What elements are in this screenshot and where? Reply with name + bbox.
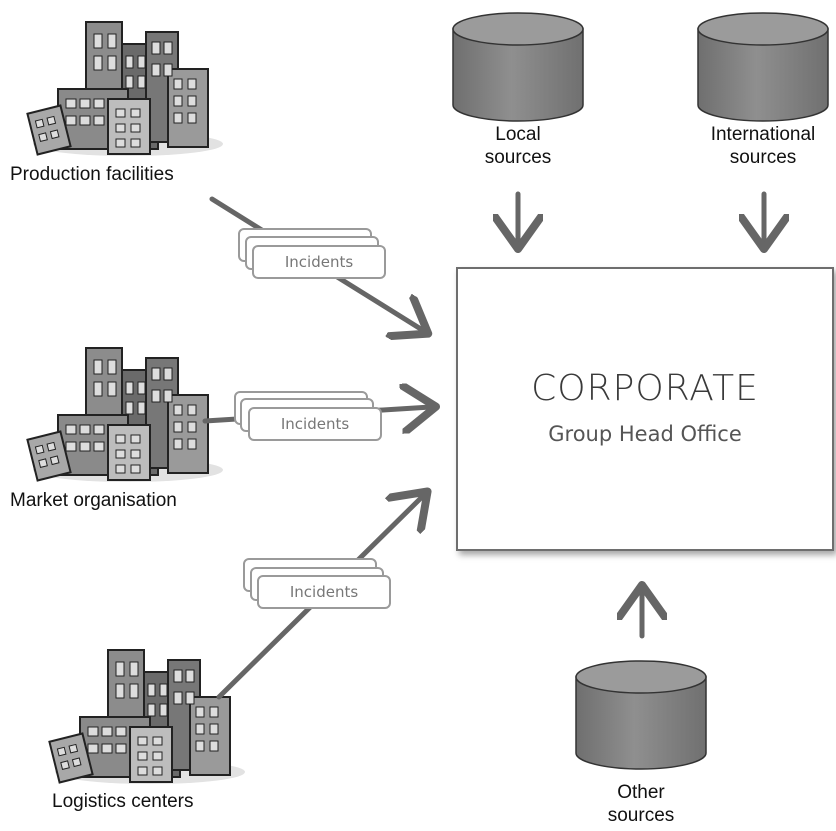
label-market-organisation: Market organisation	[10, 490, 177, 511]
hq-title: CORPORATE	[531, 368, 759, 409]
incidents-stack-market: Incidents	[234, 391, 394, 461]
corporate-hq-box: CORPORATE Group Head Office	[456, 267, 834, 551]
other-sources-cylinder	[575, 660, 707, 770]
building-cluster-market	[26, 347, 224, 483]
incidents-stack-logistics: Incidents	[243, 558, 403, 628]
international-sources-line2: sources	[729, 147, 797, 168]
incidents-stack-production: Incidents	[238, 228, 398, 298]
local-sources-line2: sources	[484, 147, 552, 168]
other-sources-line1: Other	[617, 782, 665, 803]
label-production-facilities: Production facilities	[10, 164, 174, 185]
label-international-sources: International sources	[688, 123, 836, 169]
incidents-card-logistics: Incidents	[257, 575, 391, 609]
international-sources-line1: International	[710, 124, 816, 145]
hq-subtitle: Group Head Office	[548, 422, 742, 446]
label-local-sources: Local sources	[443, 123, 593, 169]
label-logistics-centers: Logistics centers	[52, 791, 194, 812]
label-other-sources: Other sources	[566, 781, 716, 827]
incidents-card-production: Incidents	[252, 245, 386, 279]
local-sources-line1: Local	[495, 124, 541, 145]
other-sources-line2: sources	[607, 805, 675, 826]
building-cluster-production	[26, 21, 224, 157]
building-cluster-logistics	[48, 649, 246, 785]
incidents-card-market: Incidents	[248, 407, 382, 441]
local-sources-cylinder	[452, 12, 584, 122]
international-sources-cylinder	[697, 12, 829, 122]
